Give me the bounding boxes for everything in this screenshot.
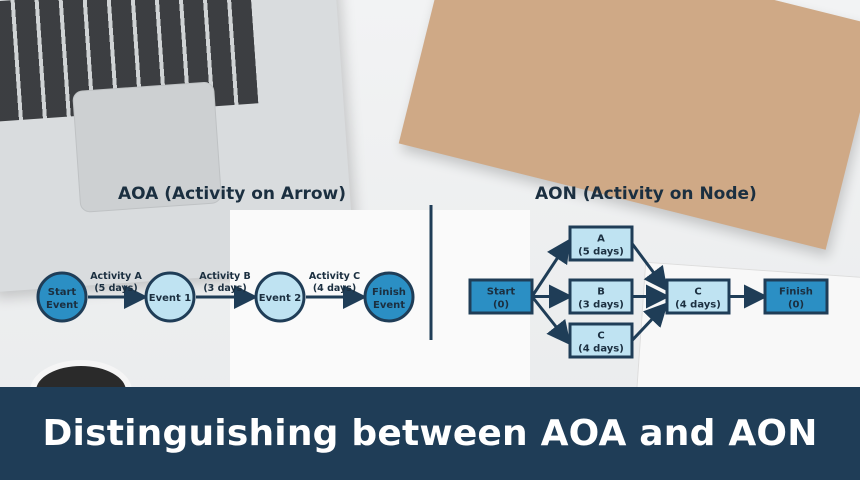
node-c1-label: C [597, 331, 604, 342]
activity-duration: (3 days) [203, 283, 246, 294]
activity-node-b [568, 278, 634, 315]
activity-duration: (4 days) [313, 283, 356, 294]
node-c2-sublabel: (4 days) [675, 300, 721, 311]
activity-name: Activity A [90, 271, 142, 282]
activity-node-a [568, 225, 634, 262]
dependency-arrow [530, 238, 571, 298]
activity-node-c2 [665, 278, 731, 315]
node-finish-label: Finish [779, 287, 813, 298]
event-node [363, 271, 415, 323]
activity-node-c1 [568, 322, 634, 359]
title-banner: Distinguishing between AOA and AON [0, 387, 860, 480]
event-node [144, 271, 196, 323]
node-c2-label: C [694, 287, 701, 298]
node-start-label: Start [487, 287, 516, 298]
event-label: Event 2 [259, 293, 302, 304]
node-c1-sublabel: (4 days) [578, 344, 624, 355]
activity-node-finish [763, 278, 829, 315]
event-label: Event 1 [149, 293, 192, 304]
event-label: Start [48, 287, 77, 298]
event-sublabel: Event [46, 300, 78, 311]
node-b-label: B [597, 287, 605, 298]
node-a-label: A [597, 234, 605, 245]
event-label: Finish [372, 287, 406, 298]
dependency-arrow [630, 302, 669, 342]
activity-node-start [468, 278, 534, 315]
aon-title: AON (Activity on Node) [535, 184, 757, 204]
node-a-sublabel: (5 days) [578, 247, 624, 258]
activity-name: Activity B [199, 271, 251, 282]
banner-title: Distinguishing between AOA and AON [42, 413, 818, 454]
event-node [254, 271, 306, 323]
aoa-title: AOA (Activity on Arrow) [118, 184, 346, 204]
node-finish-sublabel: (0) [788, 300, 804, 311]
dependency-arrow [530, 295, 571, 346]
dependency-arrow [630, 242, 668, 292]
activity-duration: (5 days) [94, 283, 137, 294]
node-b-sublabel: (3 days) [578, 300, 624, 311]
event-node [36, 271, 88, 323]
activity-name: Activity C [309, 271, 360, 282]
node-start-sublabel: (0) [493, 300, 509, 311]
event-sublabel: Event [373, 300, 405, 311]
